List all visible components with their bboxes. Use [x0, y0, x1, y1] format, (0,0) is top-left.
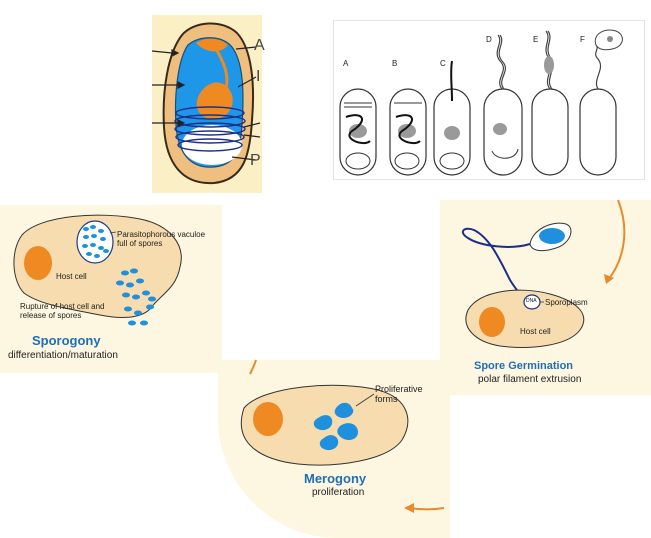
stage-f-label: F	[580, 35, 585, 44]
germination-sequence-panel: A B C D E F	[333, 20, 645, 180]
dna-label: DNA	[526, 298, 537, 304]
spore-label-p: P	[250, 152, 261, 169]
germination-host-cell-label: Host cell	[520, 327, 551, 336]
sporogony-title: Sporogony	[32, 333, 101, 348]
proliferative-forms-label: Proliferative forms	[375, 384, 423, 404]
merogony-panel: Proliferative forms Merogony proliferati…	[218, 359, 450, 538]
germination-subtitle: polar filament extrusion	[478, 374, 582, 385]
rupture-label: Rupture of host cell and release of spor…	[20, 302, 105, 320]
vacuole-label: Parasitophorous vaculoe full of spores	[117, 230, 206, 248]
merogony-subtitle: proliferation	[312, 487, 365, 498]
spore-germination-panel: DNA Sporoplasm Host cell Spore Germinati…	[440, 199, 651, 395]
stage-b-label: B	[392, 59, 398, 68]
merogony-drawing	[240, 359, 445, 513]
sporogony-subtitle: differentiation/maturation	[8, 350, 118, 361]
stage-c-label: C	[440, 59, 446, 68]
spore-label-a: A	[254, 37, 265, 54]
sporogony-drawing	[13, 214, 182, 326]
merogony-title: Merogony	[304, 471, 367, 486]
spore-label-i: I	[256, 68, 261, 85]
stage-e-label: E	[533, 35, 539, 44]
spore-structure-panel: A I P	[151, 15, 265, 193]
spore-structure-drawing	[151, 22, 261, 185]
sporogony-panel: Parasitophorous vaculoe full of spores H…	[0, 205, 222, 373]
stage-a-label: A	[343, 59, 349, 68]
stage-d-label: D	[486, 35, 492, 44]
germination-sequence-drawing	[339, 29, 623, 176]
sporogony-host-cell-label: Host cell	[56, 272, 87, 281]
spore-germination-drawing	[461, 199, 626, 348]
sporoplasm-label: Sporoplasm	[545, 298, 588, 307]
germination-title: Spore Germination	[474, 360, 574, 372]
